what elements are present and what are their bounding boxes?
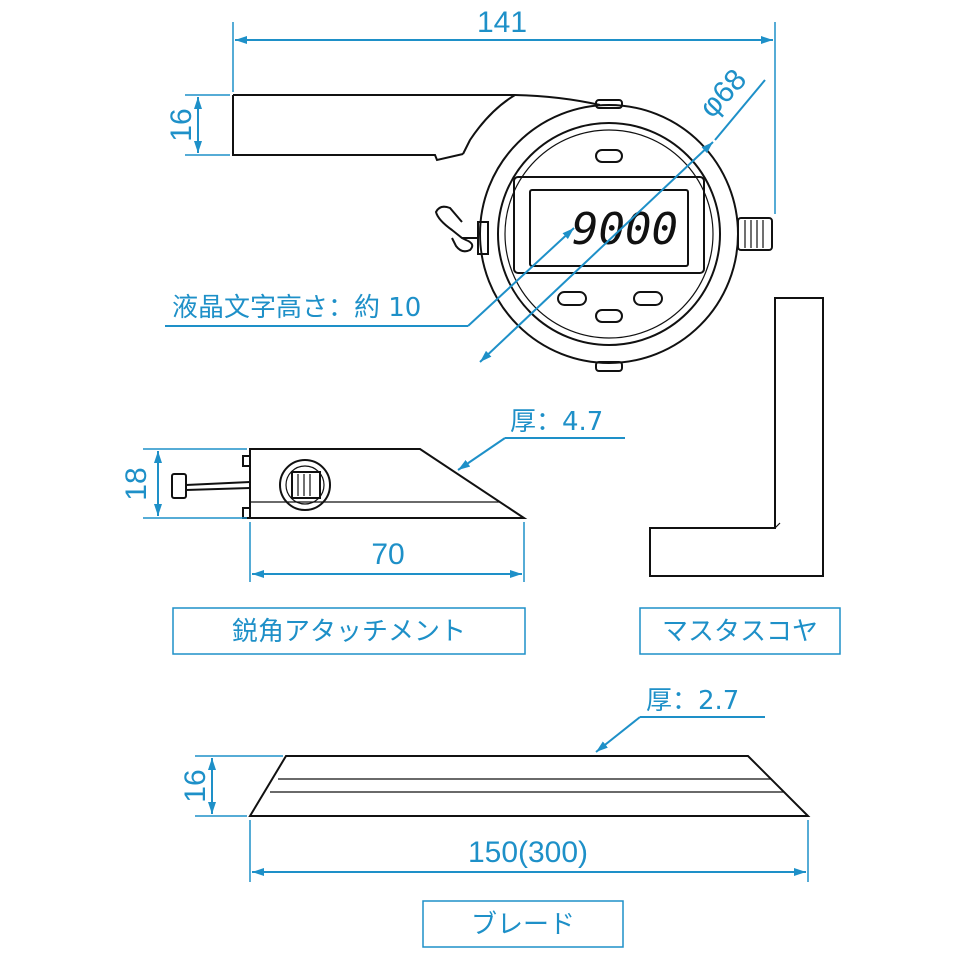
dial-button-top (595, 149, 623, 163)
dimension-150-300: 150(300) (249, 820, 809, 882)
dimension-lcd-height: 液晶文字高さ：約 10 (165, 227, 575, 327)
label-box-attachment (172, 607, 526, 655)
dial-button-left (557, 291, 587, 306)
svg-text:φ68: φ68 (693, 63, 753, 124)
label-box-blade (422, 900, 624, 948)
gauge-bar (232, 94, 601, 162)
dial-button-right (633, 291, 663, 306)
svg-text:150(300): 150(300) (468, 836, 588, 869)
lcd-reading: 9000 (572, 204, 678, 255)
bottom-knob (595, 361, 623, 372)
svg-text:厚：4.7: 厚：4.7 (510, 407, 603, 437)
label-box-master-square (639, 607, 841, 655)
dimension-thickness-4-7: 厚：4.7 (457, 407, 625, 471)
label-blade: ブレード (471, 910, 575, 940)
svg-text:16: 16 (165, 108, 198, 141)
dimension-16-blade: 16 (179, 755, 283, 817)
dimension-141: 141 (232, 6, 776, 214)
blade (248, 755, 811, 817)
top-knob (595, 99, 623, 109)
dimension-18: 18 (120, 448, 247, 519)
dial-button-bottom (595, 309, 623, 323)
svg-text:16: 16 (179, 769, 212, 802)
label-attachment: 鋭角アタッチメント (232, 617, 466, 647)
right-adjust-knob (737, 217, 773, 251)
acute-angle-attachment (171, 448, 528, 519)
svg-text:70: 70 (371, 538, 404, 571)
svg-text:厚：2.7: 厚：2.7 (646, 686, 739, 716)
depth-gauge: 9000 (232, 94, 773, 372)
master-square (649, 297, 824, 577)
dimension-thickness-2-7: 厚：2.7 (595, 686, 765, 753)
svg-text:18: 18 (120, 467, 153, 500)
svg-text:液晶文字高さ：約 10: 液晶文字高さ：約 10 (172, 293, 421, 323)
dimension-16-bar: 16 (165, 94, 230, 156)
gauge-neck (462, 94, 516, 155)
dimension-70: 70 (249, 522, 525, 582)
label-master-square: マスタスコヤ (662, 617, 818, 647)
svg-text:141: 141 (477, 6, 527, 39)
